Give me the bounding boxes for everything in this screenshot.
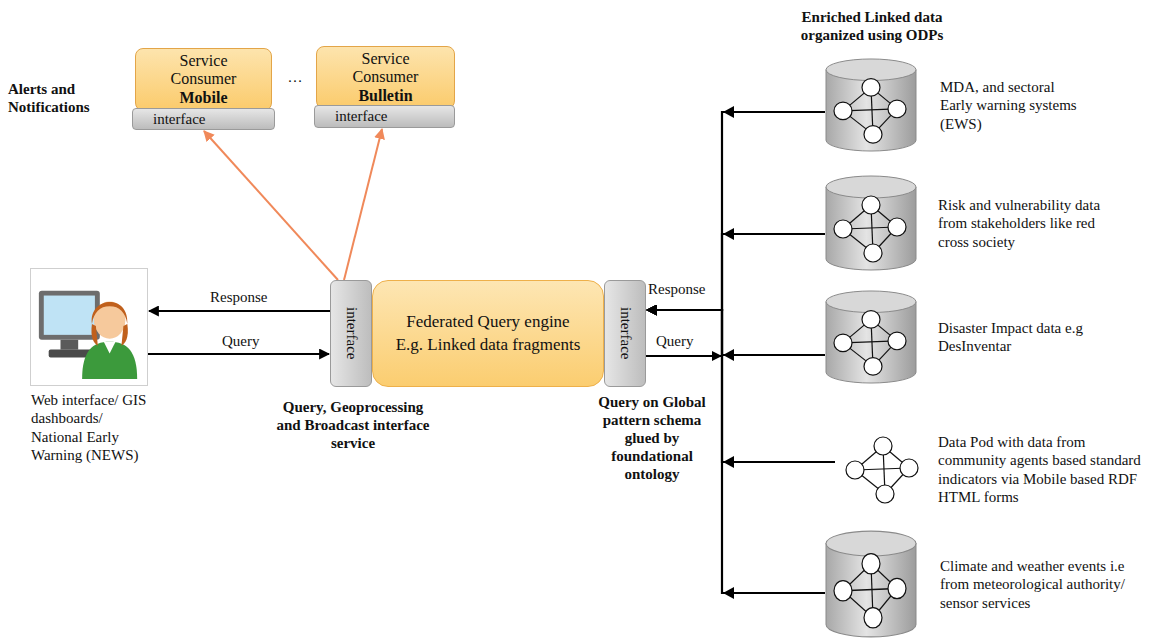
flow-arrow <box>149 310 330 312</box>
node-title: interface <box>343 307 360 359</box>
broadcast-arrow <box>204 131 338 280</box>
node-title: Service Consumer <box>343 50 429 87</box>
flow-arrow <box>647 234 825 310</box>
node-subtitle: E.g. Linked data fragments <box>396 334 581 356</box>
bus-arrowheads <box>723 106 734 599</box>
node-label: Risk and vulnerability data from stakeho… <box>938 196 1123 251</box>
edge-label: Response <box>208 288 270 306</box>
node-label: Data Pod with data from community agents… <box>938 433 1156 506</box>
flow-label: Query <box>656 332 706 350</box>
flow-arrow <box>148 353 329 355</box>
node-subtitle: Mobile <box>180 89 228 107</box>
query-line <box>646 355 721 357</box>
database-cylinder: Risk and vulnerability data from stakeho… <box>825 175 917 271</box>
user-terminal: Web interface/ GIS dashboards/ National … <box>30 268 148 386</box>
flow-arrow <box>647 112 825 310</box>
node-label: Disaster Impact data e.g DesInventar <box>938 319 1118 356</box>
node-title: Service Consumer <box>161 52 247 89</box>
service-consumer-box: Service ConsumerMobile <box>135 48 272 111</box>
node-title: Federated Query engine <box>406 311 569 333</box>
node-title: interface <box>617 307 634 359</box>
node-caption: Web interface/ GIS dashboards/ National … <box>31 391 153 464</box>
edge-label: Query <box>220 332 262 350</box>
section-heading: Alerts and Notifications <box>8 80 120 116</box>
interface-bar: interface <box>604 280 646 387</box>
section-heading: Query on Global pattern schema glued by … <box>586 393 718 483</box>
section-heading: Query, Geoprocessing and Broadcast inter… <box>276 398 430 452</box>
node-label: Climate and weather events i.e from mete… <box>940 557 1152 612</box>
node-label: MDA, and sectoral Early warning systems … <box>940 78 1080 133</box>
node-title: interface <box>335 108 387 125</box>
database-cylinder: Disaster Impact data e.g DesInventar <box>825 290 917 384</box>
flow-label: … <box>283 68 307 86</box>
node-title: interface <box>153 111 205 128</box>
interface-bar: interface <box>314 105 455 128</box>
query-engine-box: Federated Query engineE.g. Linked data f… <box>372 280 604 387</box>
interface-bar: interface <box>132 108 275 130</box>
interface-bar: interface <box>330 280 372 387</box>
broadcast-arrow <box>344 129 382 280</box>
flow-arrow <box>647 310 825 355</box>
flow-label: Response <box>648 280 718 298</box>
database-cylinder: Climate and weather events i.e from mete… <box>825 530 917 638</box>
database-cylinder: MDA, and sectoral Early warning systems … <box>825 58 917 152</box>
data-pod-graph: Data Pod with data from community agents… <box>835 428 930 512</box>
service-consumer-box: Service ConsumerBulletin <box>316 46 455 109</box>
section-heading: Enriched Linked data organized using ODP… <box>782 8 962 44</box>
node-subtitle: Bulletin <box>358 87 412 105</box>
